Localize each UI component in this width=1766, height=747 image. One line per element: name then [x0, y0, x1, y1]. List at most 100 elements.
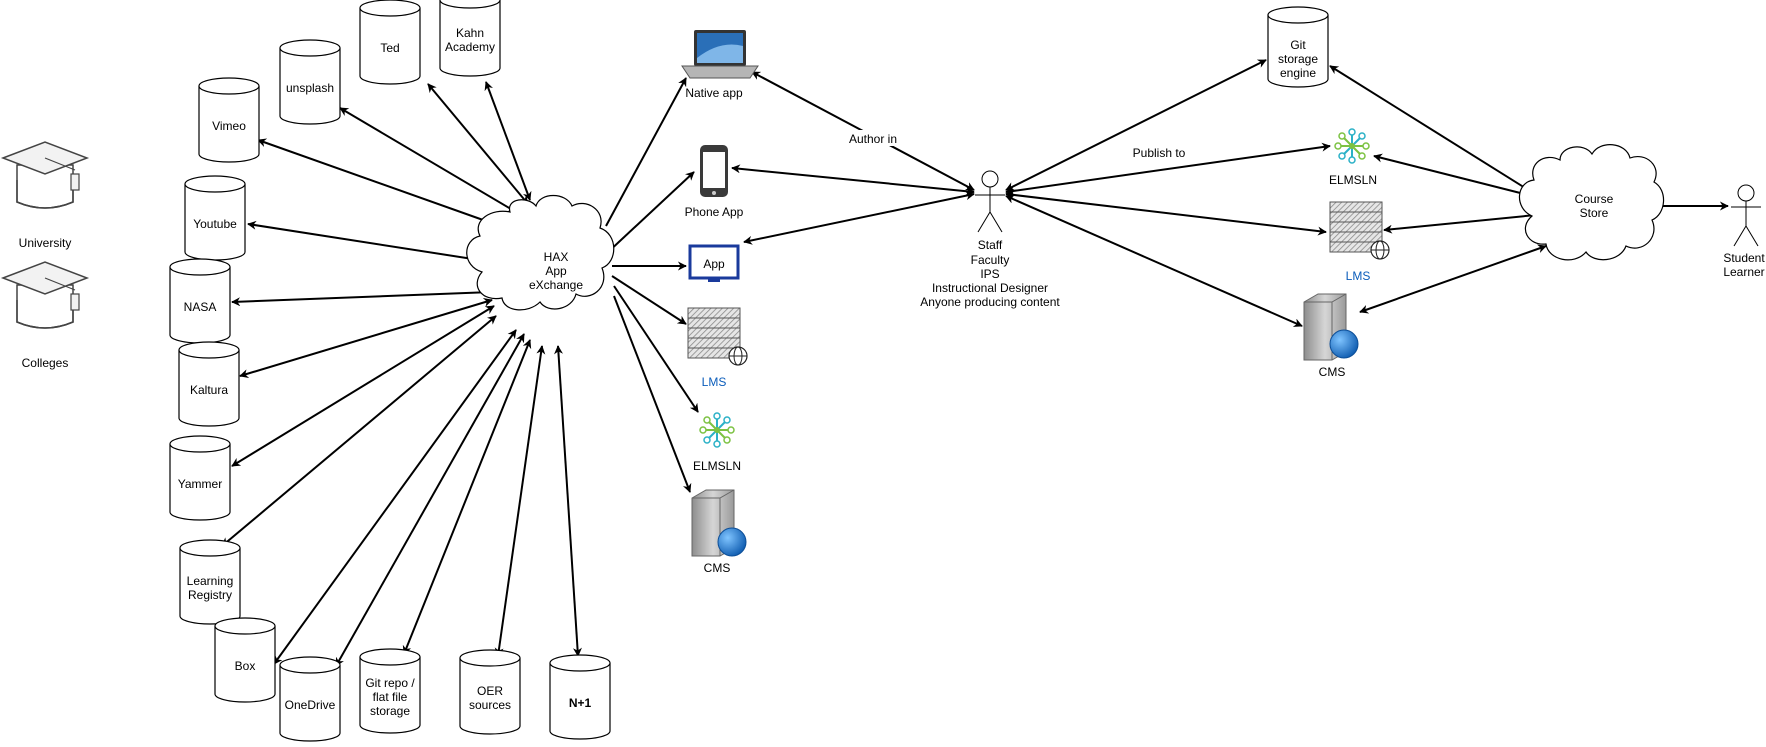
- arrow: [731, 164, 975, 196]
- stick-figure-icon: [975, 170, 1005, 233]
- arrow: [613, 295, 692, 493]
- course-store-label-line: Course: [1575, 192, 1614, 206]
- author-in-label: Author in: [849, 132, 897, 146]
- output-label: CMS: [704, 561, 731, 575]
- arrow: [1005, 195, 1303, 327]
- phone-app-node: Phone App: [685, 145, 744, 219]
- arrow: [335, 333, 525, 667]
- lms-node-right: LMS: [1329, 201, 1390, 283]
- source-label-line: Git repo /: [365, 676, 415, 690]
- lms-node-left: LMS: [687, 307, 748, 389]
- source-label-line: Academy: [445, 40, 495, 54]
- arrow: [221, 315, 497, 547]
- source-cylinder: unsplash: [279, 39, 341, 125]
- arrow: [239, 298, 493, 378]
- arrow: [1359, 244, 1547, 314]
- source-label-line: Registry: [188, 588, 232, 602]
- arrow: [1373, 153, 1541, 201]
- target-label: LMS: [1346, 269, 1371, 283]
- source-cylinder: OneDrive: [279, 656, 341, 742]
- connector-arrows: [221, 59, 1729, 667]
- source-label-line: OER: [477, 684, 503, 698]
- source-label-line: Learning: [187, 574, 234, 588]
- arrow: [494, 345, 546, 657]
- content-author-actor: Staff Faculty IPS Instructional Designer…: [920, 170, 1060, 309]
- institution-label: University: [19, 236, 72, 250]
- arrow: [1383, 210, 1547, 234]
- source-cylinder: NASA: [169, 258, 231, 344]
- source-label-line: Vimeo: [212, 119, 246, 133]
- actor-label-line: IPS: [980, 267, 999, 281]
- target-label: ELMSLN: [1329, 173, 1377, 187]
- server-stack-icon: [687, 307, 748, 366]
- hub-label-line: HAX: [544, 250, 569, 264]
- source-cylinder: N+1: [549, 654, 611, 740]
- cylinder-label-line: engine: [1280, 66, 1316, 80]
- graduation-cap-icon: [0, 141, 90, 209]
- arrow: [1005, 190, 1327, 236]
- cms-node-right: CMS: [1303, 293, 1359, 379]
- source-cylinder: Yammer: [169, 435, 231, 521]
- cylinder-label-line: Git: [1290, 38, 1306, 52]
- elmsln-logo-icon: [699, 412, 735, 448]
- arrow: [743, 191, 975, 245]
- arrow: [605, 77, 687, 227]
- output-label: App: [703, 257, 725, 271]
- output-label: LMS: [702, 375, 727, 389]
- source-label-line: flat file: [373, 690, 408, 704]
- arrow: [613, 285, 699, 413]
- elmsln-logo-icon: [1334, 128, 1370, 164]
- arrow: [1005, 59, 1267, 191]
- target-label: CMS: [1319, 365, 1346, 379]
- git-storage-engine-cylinder: Git storage engine: [1267, 6, 1329, 88]
- hub-label-line: App: [545, 264, 567, 278]
- actor-label-line: Faculty: [971, 253, 1010, 267]
- institution-colleges: Colleges: [0, 261, 90, 370]
- source-cylinder: Ted: [359, 0, 421, 85]
- student-actor: Student Learner: [1723, 184, 1765, 279]
- graduation-cap-icon: [0, 261, 90, 329]
- arrow: [339, 107, 517, 213]
- source-label-line: Kahn: [456, 26, 484, 40]
- source-cylinder: Vimeo: [198, 77, 260, 163]
- server-stack-icon: [1329, 201, 1390, 260]
- arrow: [484, 81, 532, 201]
- hax-app-exchange-cloud: HAX App eXchange: [466, 194, 615, 311]
- institution-university: University: [0, 141, 90, 250]
- source-label-line: sources: [469, 698, 511, 712]
- source-label-line: unsplash: [286, 81, 334, 95]
- arrow: [273, 329, 517, 665]
- elmsln-node-right: ELMSLN: [1329, 128, 1377, 187]
- source-label-line: storage: [370, 704, 410, 718]
- server-globe-icon: [691, 489, 747, 557]
- source-label-line: OneDrive: [285, 698, 336, 712]
- source-cylinder: Box: [214, 617, 276, 703]
- course-store-label-line: Store: [1580, 206, 1609, 220]
- app-node: App: [688, 244, 740, 282]
- arrow: [257, 138, 501, 228]
- arrow: [402, 339, 532, 655]
- arrow: [427, 83, 529, 205]
- smartphone-icon: [700, 145, 728, 197]
- institution-label: Colleges: [22, 356, 69, 370]
- student-label-line: Student: [1723, 251, 1765, 265]
- source-label-line: Ted: [380, 41, 399, 55]
- arrow: [554, 345, 582, 657]
- arrow: [231, 287, 493, 307]
- source-cylinder: Youtube: [184, 175, 246, 261]
- arrow: [231, 305, 495, 467]
- arrow: [605, 171, 695, 255]
- native-app-node: Native app: [681, 30, 759, 100]
- cms-node-left: CMS: [691, 489, 747, 575]
- course-store-cloud: Course Store: [1518, 144, 1665, 261]
- cylinder-label-line: storage: [1278, 52, 1318, 66]
- app-window-icon: [688, 244, 740, 282]
- stick-figure-icon: [1731, 184, 1761, 247]
- source-label-line: Youtube: [193, 217, 237, 231]
- hub-label-line: eXchange: [529, 278, 583, 292]
